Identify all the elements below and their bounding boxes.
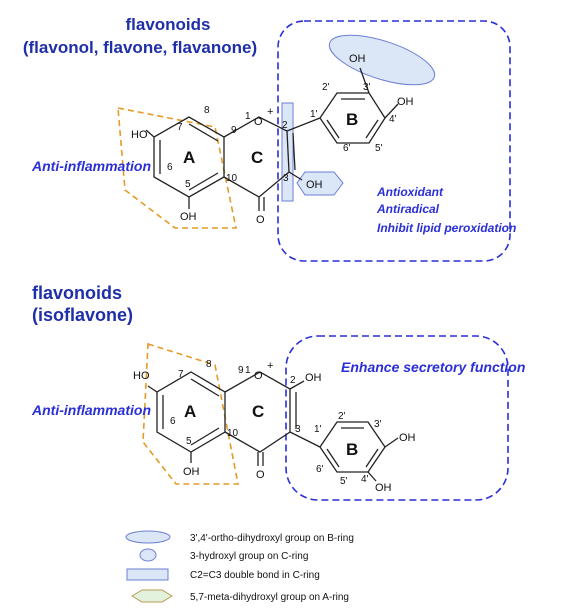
legend-small-ellipse-icon xyxy=(139,548,157,562)
section-title-line1: flavonoids xyxy=(125,15,210,34)
section-title-line2: (flavonol, flavone, flavanone) xyxy=(23,38,257,57)
iso-ring-label-a: A xyxy=(184,402,196,421)
atom-oh-3: OH xyxy=(306,179,323,191)
iso-atom-oh-2: OH xyxy=(305,372,322,384)
iso-title-line2: (isoflavone) xyxy=(32,305,133,325)
pos-10: 10 xyxy=(226,173,238,184)
iso-title-line1: flavonoids xyxy=(32,283,122,303)
isoflavone-section: flavonoids (isoflavone) HO OH O O xyxy=(31,283,525,501)
activity-lipid-peroxidation: Inhibit lipid peroxidation xyxy=(377,221,516,235)
pos-7: 7 xyxy=(177,122,183,133)
iso-pos-7: 7 xyxy=(178,369,184,380)
flavonoids-section: flavonoids (flavonol, flavone, flavanone… xyxy=(23,15,516,262)
iso-pos-2: 2 xyxy=(290,375,296,386)
oxonium-plus: + xyxy=(267,106,273,118)
legend: 3',4'-ortho-dihydroxyl group on B-ring 3… xyxy=(125,530,354,603)
pos-8: 8 xyxy=(204,105,210,116)
iso-pos-5prime: 5' xyxy=(340,476,348,487)
pos-3: 3 xyxy=(283,173,289,184)
iso-pos-1: 1 xyxy=(245,365,251,376)
iso-b-ring-region-box xyxy=(285,335,509,501)
iso-atom-carbonyl-o: O xyxy=(256,469,265,481)
pos-4prime: 4' xyxy=(389,114,397,125)
iso-pos-3prime: 3' xyxy=(374,419,382,430)
atom-ho-7: HO xyxy=(131,129,148,141)
legend-item-c2-c3-bond: C2=C3 double bond in C-ring xyxy=(126,568,320,581)
pos-2: 2 xyxy=(282,120,288,131)
iso-pos-8: 8 xyxy=(206,359,212,370)
b-ring-region-box xyxy=(277,20,511,262)
iso-atom-oh-4prime: OH xyxy=(375,482,392,494)
legend-item-meta-dihydroxyl: 5,7-meta-dihydroxyl group on A-ring xyxy=(131,589,349,603)
atom-oh-3prime: OH xyxy=(349,53,366,65)
activity-antiradical: Antiradical xyxy=(376,202,440,216)
atom-ring-o: O xyxy=(254,116,263,128)
pos-5prime: 5' xyxy=(375,143,383,154)
iso-activity-anti-inflammation: Anti-inflammation xyxy=(31,402,151,418)
iso-pos-6: 6 xyxy=(170,416,176,427)
pos-1prime: 1' xyxy=(310,109,318,120)
pos-9: 9 xyxy=(231,125,237,136)
iso-pos-3: 3 xyxy=(295,424,301,435)
a-ring-region-outline xyxy=(117,107,237,229)
iso-atom-ring-o: O xyxy=(254,370,263,382)
atom-oh-5: OH xyxy=(180,211,197,223)
iso-pos-4prime: 4' xyxy=(361,474,369,485)
ortho-dihydroxyl-highlight xyxy=(328,34,436,86)
iso-pos-6prime: 6' xyxy=(316,464,324,475)
pos-1: 1 xyxy=(245,111,251,122)
iso-a-ring-region-outline xyxy=(142,342,239,485)
iso-pos-1prime: 1' xyxy=(314,424,322,435)
iso-c-ring-bonds xyxy=(224,371,291,453)
legend-rectangle-icon xyxy=(126,568,169,581)
ring-label-b: B xyxy=(346,110,358,129)
atom-carbonyl-o: O xyxy=(256,214,265,226)
atom-oh-4prime: OH xyxy=(397,96,414,108)
pos-5: 5 xyxy=(185,179,191,190)
legend-label: C2=C3 double bond in C-ring xyxy=(190,570,320,581)
iso-ring-label-b: B xyxy=(346,440,358,459)
iso-pos-5: 5 xyxy=(186,436,192,447)
iso-pos-9: 9 xyxy=(238,365,244,376)
legend-label: 3-hydroxyl group on C-ring xyxy=(190,551,308,562)
legend-item-ortho-dihydroxyl: 3',4'-ortho-dihydroxyl group on B-ring xyxy=(125,530,354,544)
c-ring-bonds xyxy=(223,116,290,198)
ring-label-a: A xyxy=(183,148,195,167)
activity-anti-inflammation: Anti-inflammation xyxy=(31,158,151,174)
pos-3prime: 3' xyxy=(363,82,371,93)
pos-6: 6 xyxy=(167,162,173,173)
legend-label: 5,7-meta-dihydroxyl group on A-ring xyxy=(190,592,349,603)
iso-oxonium-plus: + xyxy=(267,360,273,372)
legend-label: 3',4'-ortho-dihydroxyl group on B-ring xyxy=(190,533,354,544)
ring-label-c: C xyxy=(251,148,263,167)
iso-atom-oh-3prime: OH xyxy=(399,432,416,444)
legend-item-3-hydroxyl: 3-hydroxyl group on C-ring xyxy=(139,548,308,562)
iso-atom-oh-5: OH xyxy=(183,466,200,478)
activity-antioxidant: Antioxidant xyxy=(376,185,444,199)
legend-ellipse-icon xyxy=(125,530,171,544)
pos-6prime: 6' xyxy=(343,143,351,154)
iso-activity-secretory: Enhance secretory function xyxy=(341,359,525,375)
iso-pos-2prime: 2' xyxy=(338,411,346,422)
3-hydroxyl-highlight xyxy=(296,171,344,196)
iso-ring-label-c: C xyxy=(252,402,264,421)
legend-hexagon-icon xyxy=(131,589,173,603)
pos-2prime: 2' xyxy=(322,82,330,93)
iso-atom-ho-7: HO xyxy=(133,370,150,382)
iso-pos-10: 10 xyxy=(227,428,239,439)
